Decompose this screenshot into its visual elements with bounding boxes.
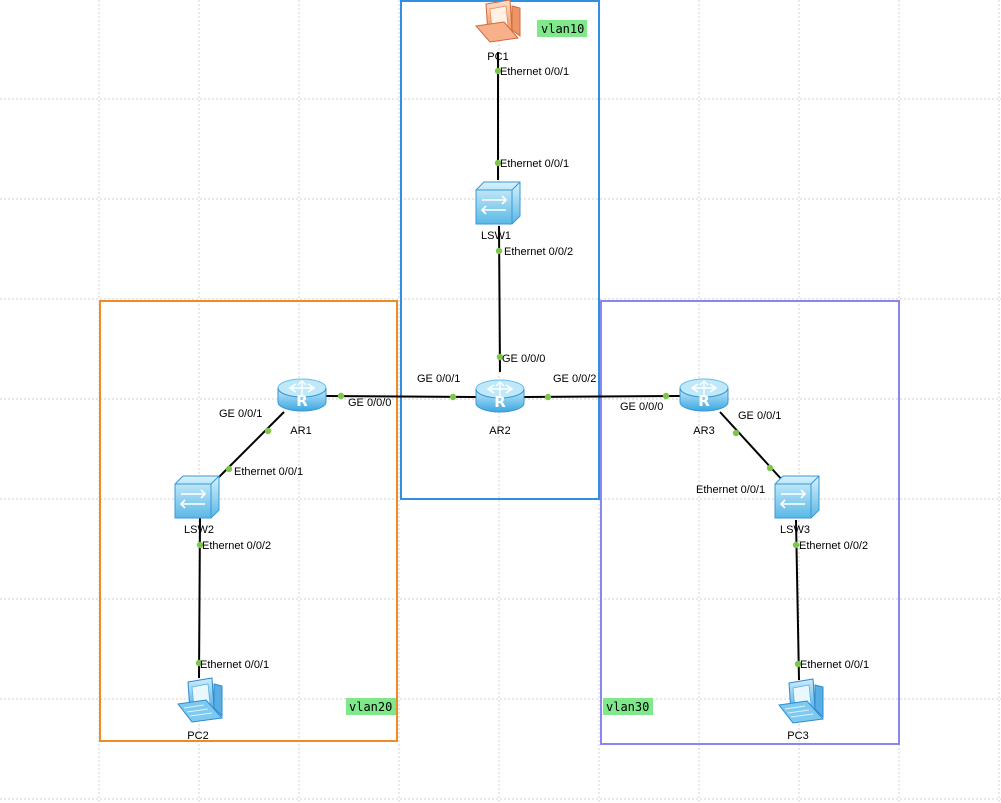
port-label: GE 0/0/0 xyxy=(348,397,391,409)
port-label: GE 0/0/0 xyxy=(620,401,663,413)
router-icon xyxy=(679,378,729,412)
device-ar3[interactable]: AR3 xyxy=(679,378,729,437)
svg-text:vlan20: vlan20 xyxy=(349,700,392,714)
port-label: Ethernet 0/0/2 xyxy=(202,540,271,552)
zone-vlan10[interactable] xyxy=(400,0,600,500)
device-label: LSW2 xyxy=(184,524,214,536)
port-dots xyxy=(195,67,802,668)
zone-vlan30[interactable] xyxy=(600,300,900,745)
port-label: GE 0/0/2 xyxy=(553,373,596,385)
device-ar2[interactable]: AR2 xyxy=(475,379,525,437)
device-label: LSW3 xyxy=(780,524,810,536)
svg-text:vlan10: vlan10 xyxy=(541,22,584,36)
device-pc3[interactable]: PC3 xyxy=(778,678,824,742)
port-dot xyxy=(196,541,204,549)
device-label: PC2 xyxy=(187,730,208,742)
port-dot xyxy=(732,429,740,437)
port-dot xyxy=(225,465,233,473)
port-label: Ethernet 0/0/1 xyxy=(800,659,869,671)
port-dot xyxy=(794,660,802,668)
port-dot xyxy=(662,392,670,400)
link-ar3-lsw3[interactable] xyxy=(719,411,785,483)
device-pc2[interactable]: PC2 xyxy=(177,677,223,742)
port-label: Ethernet 0/0/1 xyxy=(696,484,765,496)
port-labels: Ethernet 0/0/1 Ethernet 0/0/1 Ethernet 0… xyxy=(200,66,869,671)
port-label: GE 0/0/1 xyxy=(738,410,781,422)
port-label: GE 0/0/0 xyxy=(502,353,545,365)
port-label: Ethernet 0/0/1 xyxy=(234,466,303,478)
port-dot xyxy=(337,392,345,400)
port-label: Ethernet 0/0/2 xyxy=(799,540,868,552)
device-label: LSW1 xyxy=(481,230,511,242)
switch-icon xyxy=(475,181,521,225)
device-label: PC3 xyxy=(787,730,808,742)
port-dot xyxy=(264,427,272,435)
port-dot xyxy=(766,464,774,472)
device-lsw2[interactable]: LSW2 xyxy=(174,475,220,536)
zone-label-vlan20: vlan20 xyxy=(346,698,396,715)
device-lsw1[interactable]: LSW1 xyxy=(475,181,521,242)
port-dot xyxy=(496,353,504,361)
switch-icon xyxy=(774,475,820,519)
port-dot xyxy=(792,541,800,549)
port-label: GE 0/0/1 xyxy=(219,408,262,420)
switch-icon xyxy=(174,475,220,519)
svg-text:vlan30: vlan30 xyxy=(606,700,649,714)
zone-vlan20[interactable] xyxy=(99,300,398,742)
device-lsw3[interactable]: LSW3 xyxy=(774,475,820,536)
router-icon xyxy=(475,379,525,413)
port-dot xyxy=(449,393,457,401)
device-ar1[interactable]: AR1 xyxy=(277,378,327,437)
port-dot xyxy=(494,159,502,167)
port-dot xyxy=(544,393,552,401)
port-dot xyxy=(495,247,503,255)
device-label: AR2 xyxy=(489,425,510,437)
port-label: Ethernet 0/0/2 xyxy=(504,246,573,258)
device-label: AR3 xyxy=(693,425,714,437)
zone-label-vlan10: vlan10 xyxy=(537,20,587,37)
port-dot xyxy=(195,659,203,667)
device-label: AR1 xyxy=(290,425,311,437)
pc-icon xyxy=(475,0,521,43)
pc-icon xyxy=(177,677,223,723)
port-label: Ethernet 0/0/1 xyxy=(500,158,569,170)
port-label: Ethernet 0/0/1 xyxy=(200,659,269,671)
pc-icon xyxy=(778,678,824,724)
port-label: Ethernet 0/0/1 xyxy=(500,66,569,78)
router-icon xyxy=(277,378,327,412)
link-ar1-lsw2[interactable] xyxy=(211,411,285,485)
zone-label-vlan30: vlan30 xyxy=(603,698,653,715)
port-label: GE 0/0/1 xyxy=(417,373,460,385)
port-dot xyxy=(494,67,502,75)
device-label: PC1 xyxy=(487,51,508,63)
device-pc1[interactable]: PC1 xyxy=(475,0,521,63)
